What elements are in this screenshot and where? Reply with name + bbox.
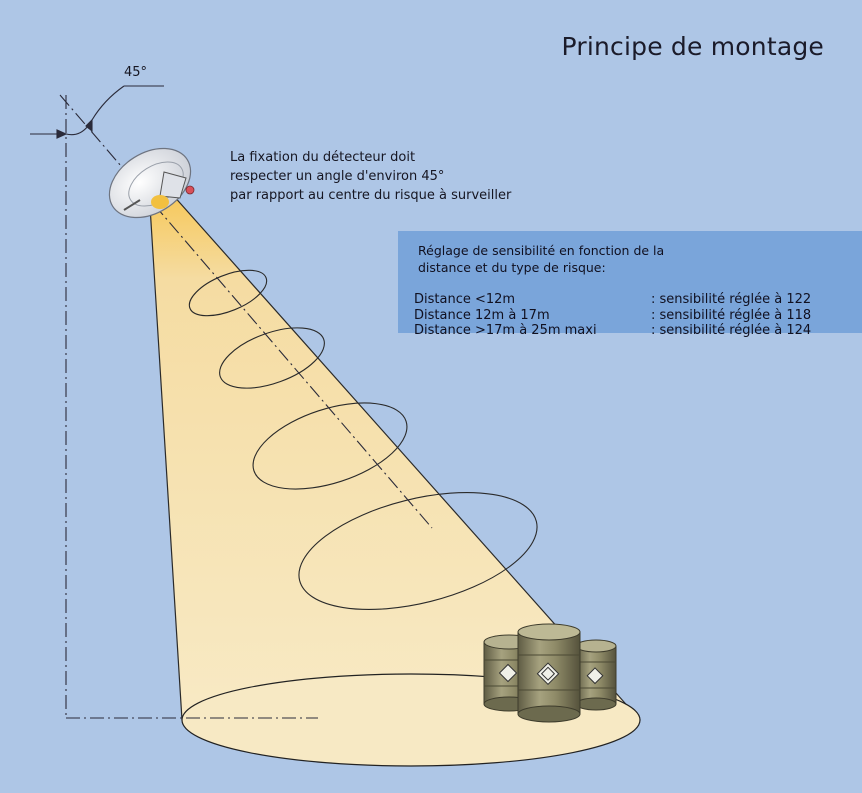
mounting-note-line: La fixation du détecteur doit <box>230 150 416 165</box>
barrels-icon <box>483 623 617 723</box>
distance-label: Distance <12m <box>414 292 516 307</box>
sensitivity-intro-line: Réglage de sensibilité en fonction de la <box>418 243 665 258</box>
mounting-note: La fixation du détecteur doit respecter … <box>230 148 511 205</box>
sensitivity-box: Réglage de sensibilité en fonction de la… <box>398 231 862 338</box>
sensitivity-table: Distance <12m : sensibilité réglée à 122… <box>414 292 862 339</box>
sensitivity-setting: : sensibilité réglée à 122 <box>651 292 812 307</box>
sensitivity-row: Distance >17m à 25m maxi : sensibilité r… <box>414 323 862 339</box>
mounting-note-line: par rapport au centre du risque à survei… <box>230 188 512 203</box>
sensitivity-intro: Réglage de sensibilité en fonction de la… <box>418 242 664 276</box>
sensitivity-setting: : sensibilité réglée à 124 <box>651 323 812 338</box>
cone-ring <box>298 491 538 611</box>
angle-indicator <box>30 85 164 139</box>
reference-axes <box>59 94 433 719</box>
angle-label: 45° <box>124 65 148 80</box>
sensitivity-setting: : sensibilité réglée à 118 <box>651 307 812 323</box>
sensitivity-intro-line: distance et du type de risque: <box>418 260 606 275</box>
mounting-note-line: respecter un angle d'environ 45° <box>230 169 445 184</box>
sensitivity-row: Distance 12m à 17m : sensibilité réglée … <box>414 308 862 324</box>
detector-icon <box>108 147 195 219</box>
detector-axis <box>59 94 433 529</box>
cone-ring <box>252 402 408 490</box>
sensitivity-row: Distance <12m : sensibilité réglée à 122 <box>414 292 862 308</box>
distance-label: Distance >17m à 25m maxi <box>414 323 597 338</box>
distance-label: Distance 12m à 17m <box>414 307 550 323</box>
cone-ring <box>188 269 268 317</box>
cone-rings <box>188 269 538 611</box>
page-title: Principe de montage <box>561 32 824 61</box>
cone-ring <box>219 327 325 389</box>
